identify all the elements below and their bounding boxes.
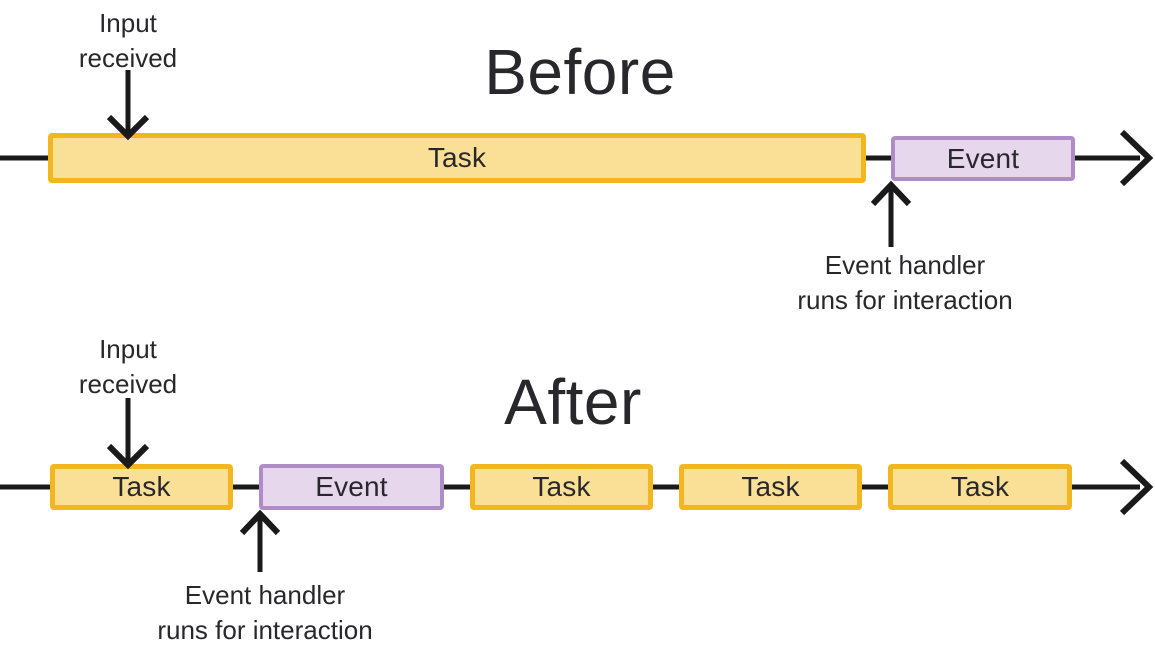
after-handler-label-line2: runs for interaction (157, 615, 373, 645)
before-input-label-line1: Input (99, 8, 157, 38)
before-handler-label: Event handler runs for interaction (775, 248, 1035, 318)
after-task-label-3: Task (741, 471, 800, 502)
before-event-box: Event (891, 136, 1075, 181)
after-input-arrow-down-icon (106, 398, 150, 470)
before-event-label: Event (946, 142, 1020, 174)
before-task-box: Task (48, 133, 866, 183)
before-input-label: Input received (56, 6, 200, 76)
after-handler-arrow-up-icon (239, 509, 281, 572)
after-task-box-1: Task (50, 464, 233, 510)
before-handler-label-line2: runs for interaction (797, 285, 1013, 315)
after-task-box-2: Task (470, 464, 653, 510)
before-title: Before (484, 36, 676, 108)
after-task-label-1: Task (112, 471, 171, 502)
before-input-label-line2: received (78, 43, 178, 73)
after-event-box: Event (259, 464, 444, 510)
after-task-label-4: Task (950, 471, 1010, 502)
before-handler-arrow-up-icon (870, 180, 912, 247)
after-task-box-4: Task (888, 464, 1072, 510)
after-input-label-line2: received (78, 369, 178, 399)
before-input-arrow-down-icon (106, 70, 150, 141)
after-input-label-line1: Input (99, 334, 157, 364)
after-task-label-2: Task (532, 471, 591, 502)
before-handler-label-line1: Event handler (824, 250, 986, 280)
after-event-label: Event (315, 471, 388, 502)
after-handler-label: Event handler runs for interaction (125, 578, 405, 647)
after-handler-label-line1: Event handler (184, 580, 346, 610)
after-input-label: Input received (56, 332, 200, 402)
after-title: After (504, 366, 642, 438)
after-task-box-3: Task (679, 464, 862, 510)
before-task-label: Task (427, 142, 487, 173)
